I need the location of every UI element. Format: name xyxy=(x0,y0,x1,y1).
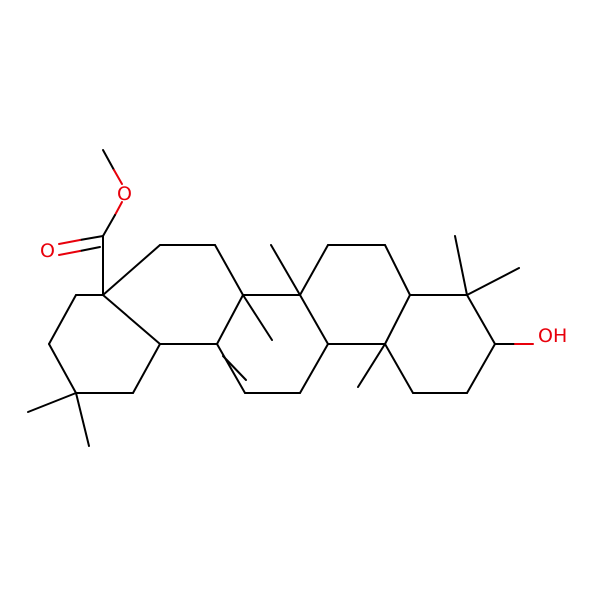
bond-carbonyl-double-b xyxy=(79,246,101,252)
bond-carbonyl-double-a xyxy=(79,235,104,241)
ring-c-bond-1 xyxy=(216,343,246,394)
ring-d-bond-4 xyxy=(216,294,244,345)
gem-methyl-c4-b xyxy=(466,267,520,296)
ring-a-bond-5 xyxy=(384,343,414,394)
bond-carbonyl-double-a-red xyxy=(58,239,81,245)
ring-e-bond-5 xyxy=(132,343,161,394)
ring-e-bond-3 xyxy=(48,343,77,394)
angular-methyl-c10 xyxy=(357,343,386,388)
ring-a xyxy=(384,235,534,394)
gem-methyl-a xyxy=(27,392,77,413)
ester-carbonyl-oxygen-label: O xyxy=(40,240,55,262)
ring-e-bond-6 xyxy=(102,294,161,345)
bond-o-carbonyl-c-red xyxy=(114,201,123,216)
gem-methyl-c4-a xyxy=(454,235,468,296)
ring-b xyxy=(299,244,411,388)
bond-methyl-o-red xyxy=(113,169,123,185)
bond-o-carbonyl-c xyxy=(102,214,116,237)
ring-c-bond-4 xyxy=(299,294,329,345)
ring-b-bond-3 xyxy=(384,244,411,296)
ring-e xyxy=(27,294,161,447)
ring-d-bond-1 xyxy=(102,244,161,296)
ring-c-bond-3 xyxy=(299,343,329,394)
ring-a-bond-3 xyxy=(466,343,496,394)
ring-b-bond-4 xyxy=(384,294,411,345)
gem-methyl-b xyxy=(75,392,90,447)
angular-methyl-c8 xyxy=(242,294,273,341)
ring-b-bond-1 xyxy=(299,244,329,296)
ring-d-bond-3 xyxy=(214,244,244,296)
ring-e-bond-2 xyxy=(48,294,77,345)
methyl-ester-group xyxy=(58,149,123,296)
ring-c-double-inner xyxy=(222,355,247,381)
ester-ether-oxygen-label: O xyxy=(117,183,132,205)
hydroxyl-label: OH xyxy=(538,325,567,347)
bond-carbonyl-double-b-red xyxy=(58,250,81,256)
ring-c xyxy=(216,244,329,394)
ring-a-bond-2 xyxy=(466,294,496,345)
bond-methyl-o xyxy=(102,149,115,171)
angular-methyl-c14 xyxy=(270,244,301,296)
ring-d xyxy=(102,244,244,345)
